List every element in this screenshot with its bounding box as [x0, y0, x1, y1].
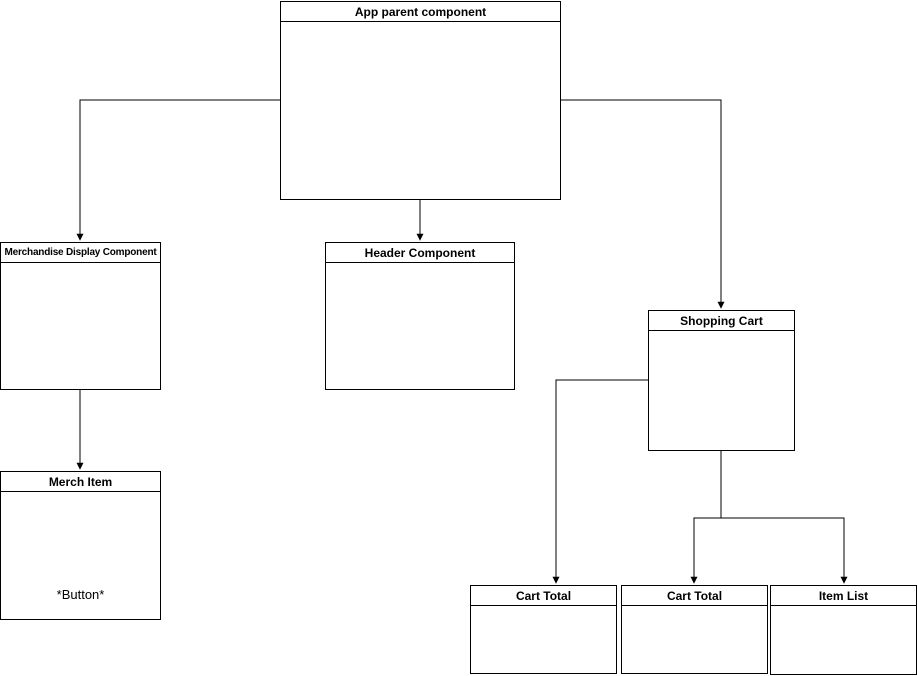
- node-app-parent-component[interactable]: App parent component: [280, 1, 561, 200]
- node-cart-total-center[interactable]: Cart Total: [621, 585, 768, 674]
- node-header-component-body: [326, 263, 514, 389]
- node-cart-total-left-title: Cart Total: [471, 586, 616, 606]
- node-shopping-cart-title: Shopping Cart: [649, 311, 794, 331]
- node-merch-item[interactable]: Merch Item *Button*: [0, 471, 161, 620]
- node-merch-item-title: Merch Item: [1, 472, 160, 492]
- node-app-parent-component-body: [281, 22, 560, 199]
- node-cart-total-center-body: [622, 606, 767, 673]
- node-merchandise-display-component-title: Merchandise Display Component: [1, 243, 160, 263]
- node-cart-total-left-body: [471, 606, 616, 673]
- node-item-list[interactable]: Item List: [770, 585, 917, 675]
- node-item-list-body: [771, 606, 916, 674]
- node-merchandise-display-component[interactable]: Merchandise Display Component: [0, 242, 161, 390]
- edge-app-to-shopping-cart[interactable]: [560, 99, 725, 309]
- edge-shopping-cart-to-cart-total-center[interactable]: [690, 451, 722, 584]
- node-header-component[interactable]: Header Component: [325, 242, 515, 390]
- node-cart-total-center-title: Cart Total: [622, 586, 767, 606]
- edge-shopping-cart-to-item-list[interactable]: [720, 451, 848, 584]
- node-merch-item-body: *Button*: [1, 492, 160, 619]
- edge-shopping-cart-to-cart-total-left[interactable]: [552, 379, 648, 584]
- node-shopping-cart-body: [649, 331, 794, 450]
- node-header-component-title: Header Component: [326, 243, 514, 263]
- node-shopping-cart[interactable]: Shopping Cart: [648, 310, 795, 451]
- node-item-list-title: Item List: [771, 586, 916, 606]
- edge-app-to-merchandise-display[interactable]: [76, 99, 280, 241]
- merch-item-button-label: *Button*: [56, 587, 105, 602]
- node-merchandise-display-component-body: [1, 263, 160, 389]
- node-cart-total-left[interactable]: Cart Total: [470, 585, 617, 674]
- node-app-parent-component-title: App parent component: [281, 2, 560, 22]
